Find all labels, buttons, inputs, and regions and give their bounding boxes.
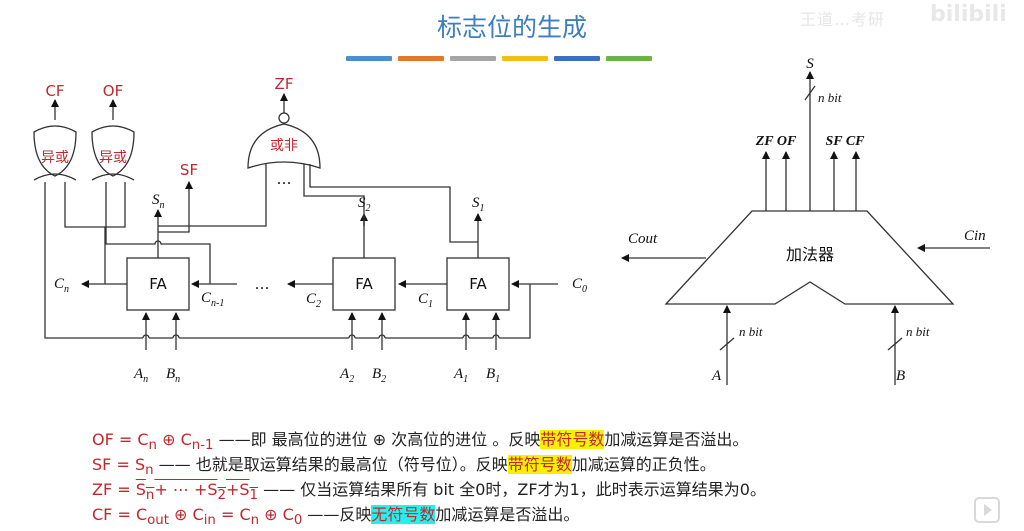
adder-block (664, 210, 955, 305)
watermark-text: 王道…考研 (800, 10, 886, 29)
sf-tail: 加减运算的正负性。 (571, 455, 716, 474)
fa-1-label: FA (469, 275, 487, 293)
carry-ellipsis: … (255, 275, 270, 293)
title-color-bars (346, 56, 652, 61)
circuit-diagram: CF OF ZF SF 异或 异或 或非 … … FA FA FA Sn S2 … (33, 56, 990, 385)
color-bar-2 (398, 56, 444, 61)
zf-expr: Sn+ ⋯ +S2+S1 (135, 480, 258, 503)
cf-op2: = C (215, 505, 251, 524)
cf-sub2: in (203, 513, 216, 529)
carry-c2-label: C2 (306, 291, 321, 310)
input-b1-label: B1 (486, 366, 500, 385)
sf-output-label: SF (180, 161, 198, 179)
color-bar-5 (554, 56, 600, 61)
input-an-label: An (133, 366, 148, 385)
of-highlight: 带符号数 (540, 430, 605, 449)
sf-sub1: n (145, 463, 154, 479)
adder-label: 加法器 (786, 245, 834, 264)
carry-cn-label: Cn (54, 276, 69, 295)
cf-op1: ⊕ C (168, 505, 204, 524)
zf-sub-b: 2 (217, 488, 226, 504)
adder-nbit-top: n bit (818, 90, 842, 105)
zf-expr-c: +S (225, 480, 250, 499)
input-bn-label: Bn (166, 366, 180, 385)
adder-sum-label: S (806, 56, 814, 72)
cf-sub1: out (147, 513, 169, 529)
carry-cn1-label: Cn-1 (201, 290, 224, 309)
sum-s1-label: S1 (472, 195, 485, 214)
xor-gate-cf (33, 125, 77, 177)
adder-flags-zf-of: ZF OF (755, 134, 797, 149)
sum-sn-label: Sn (152, 192, 165, 211)
play-icon[interactable] (974, 497, 1000, 523)
cf-sub3: n (250, 513, 260, 529)
zf-sub-a: n (145, 488, 155, 504)
zf-lhs: ZF = (92, 480, 136, 499)
zf-expr-b: + ⋯ +S (154, 480, 218, 499)
zf-sub-c: 1 (249, 488, 259, 504)
adder-input-a: A (711, 368, 722, 384)
adder-flags-sf-cf: SF CF (825, 134, 865, 149)
color-bar-4 (502, 56, 548, 61)
of-sub1: n (148, 438, 157, 454)
color-bar-3 (450, 56, 496, 61)
carry-c1-label: C1 (418, 291, 433, 310)
fa-2-label: FA (355, 275, 373, 293)
formula-sf: SF = Sn —— 也就是取运算结果的最高位（符号位）。反映带符号数加减运算的… (92, 451, 716, 478)
carry-c0-label: C0 (572, 276, 587, 295)
of-op: ⊕ C (157, 430, 192, 449)
formula-cf: CF = Cout ⊕ Cin = Cn ⊕ C0 ——反映无符号数加减运算是否… (92, 501, 579, 528)
of-desc: ——即 最高位的进位 ⊕ 次高位的进位 。反映 (213, 430, 541, 449)
formula-of: OF = Cn ⊕ Cn-1 ——即 最高位的进位 ⊕ 次高位的进位 。反映带符… (92, 426, 748, 453)
input-b2-label: B2 (372, 366, 386, 385)
sf-desc: —— 也就是取运算结果的最高位（符号位）。反映 (153, 455, 508, 474)
cf-output-label: CF (45, 82, 64, 100)
sf-highlight: 带符号数 (507, 455, 572, 474)
zf-expr-a: S (135, 480, 146, 499)
xor-gate-cf-label: 异或 (41, 150, 69, 166)
color-bar-6 (606, 56, 652, 61)
cf-tail: 加减运算是否溢出。 (435, 505, 580, 524)
xor-gate-of (91, 125, 135, 177)
of-sub2: n-1 (191, 438, 214, 454)
of-tail: 加减运算是否溢出。 (604, 430, 749, 449)
brand-logo: bilibili (930, 2, 1007, 27)
color-bar-1 (346, 56, 392, 61)
formula-zf: ZF = Sn+ ⋯ +S2+S1 —— 仅当运算结果所有 bit 全0时，ZF… (92, 476, 766, 503)
cf-lhs: CF = C (92, 505, 148, 524)
adder-nbit-a: n bit (739, 324, 763, 339)
input-a1-label: A1 (453, 366, 468, 385)
cf-op3: ⊕ C (259, 505, 294, 524)
page-title: 标志位的生成 (436, 13, 587, 42)
of-output-label: OF (103, 82, 123, 100)
adder-cout-label: Cout (628, 231, 658, 247)
of-lhs: OF = C (92, 430, 149, 449)
adder-cin-label: Cin (964, 228, 986, 244)
cf-desc: ——反映 (302, 505, 372, 524)
nor-gate-zf (247, 123, 321, 169)
cf-sub4: 0 (293, 513, 303, 529)
zf-desc: —— 仅当运算结果所有 bit 全0时，ZF才为1，此时表示运算结果为0。 (258, 480, 766, 499)
cf-highlight: 无符号数 (371, 505, 436, 524)
fa-box-2 (332, 257, 396, 311)
adder-input-b: B (896, 368, 905, 384)
nor-inputs-ellipsis: … (277, 170, 292, 188)
input-a2-label: A2 (339, 366, 354, 385)
zf-output-label: ZF (275, 75, 294, 93)
xor-gate-of-label: 异或 (99, 150, 127, 166)
adder-nbit-b: n bit (906, 324, 930, 339)
sum-s2-label: S2 (358, 195, 371, 214)
nor-gate-label: 或非 (270, 138, 298, 154)
fa-n-label: FA (149, 275, 167, 293)
sf-lhs: SF = S (92, 455, 146, 474)
